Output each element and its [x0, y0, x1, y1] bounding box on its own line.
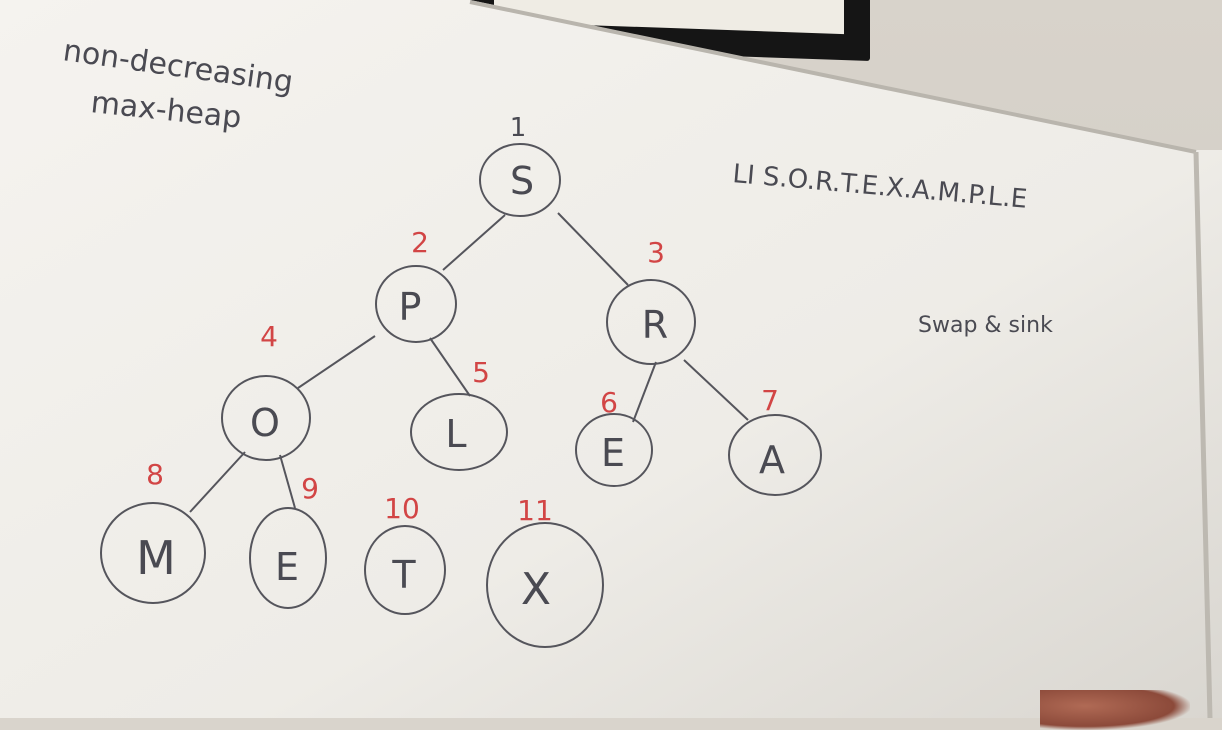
- node-circle-10: [364, 525, 446, 615]
- whiteboard-top-edge: [469, 0, 1197, 154]
- node-letter-5: L: [445, 412, 466, 456]
- node-circle-4: [221, 375, 311, 461]
- node-circle-6: [575, 413, 653, 487]
- node-letter-9: E: [275, 545, 299, 589]
- edge-4-9: [279, 454, 296, 509]
- heap-node-letters: S P R O L E A M E T X: [136, 159, 785, 615]
- node-circle-1: [479, 143, 561, 217]
- node-circle-9: [249, 507, 327, 609]
- node-circle-2: [375, 265, 457, 343]
- node-letter-2: P: [399, 285, 422, 329]
- hand-in-frame: [1040, 690, 1190, 730]
- heap-node-indices: 1 2 3 4 5 6 7 8 9 10 11: [146, 113, 779, 527]
- swap-sink-note: Swap & sink: [918, 313, 1053, 338]
- node-index-11: 11: [517, 494, 553, 527]
- node-letter-3: R: [642, 303, 668, 347]
- edge-1-3: [557, 212, 629, 286]
- heap-node-circles: [100, 143, 822, 648]
- node-letter-10: T: [391, 553, 416, 597]
- node-circle-8: [100, 502, 206, 604]
- node-index-10: 10: [384, 492, 420, 525]
- node-letter-7: A: [759, 438, 785, 482]
- node-index-7: 7: [761, 384, 779, 417]
- node-circle-5: [410, 393, 508, 471]
- node-index-2: 2: [411, 226, 429, 259]
- node-index-3: 3: [647, 236, 665, 269]
- node-index-5: 5: [472, 356, 490, 389]
- node-index-6: 6: [600, 386, 618, 419]
- node-index-9: 9: [301, 472, 319, 505]
- whiteboard-right-edge: [1193, 151, 1213, 718]
- edge-1-2: [442, 214, 506, 271]
- node-letter-1: S: [510, 159, 534, 203]
- edge-2-4: [297, 335, 376, 389]
- edge-3-6: [632, 361, 657, 423]
- node-index-8: 8: [146, 458, 164, 491]
- node-index-1: 1: [510, 113, 527, 143]
- node-circle-3: [606, 279, 696, 365]
- edge-3-7: [683, 359, 749, 421]
- edge-2-5: [429, 337, 471, 397]
- node-letter-6: E: [601, 431, 625, 475]
- node-circle-11: [486, 522, 604, 648]
- node-circle-7: [728, 414, 822, 496]
- edge-4-8: [189, 451, 246, 513]
- node-index-4: 4: [260, 320, 278, 353]
- node-letter-8: M: [136, 531, 176, 585]
- heap-edges: [189, 212, 749, 513]
- node-letter-4: O: [250, 401, 280, 445]
- node-letter-11: X: [521, 564, 551, 615]
